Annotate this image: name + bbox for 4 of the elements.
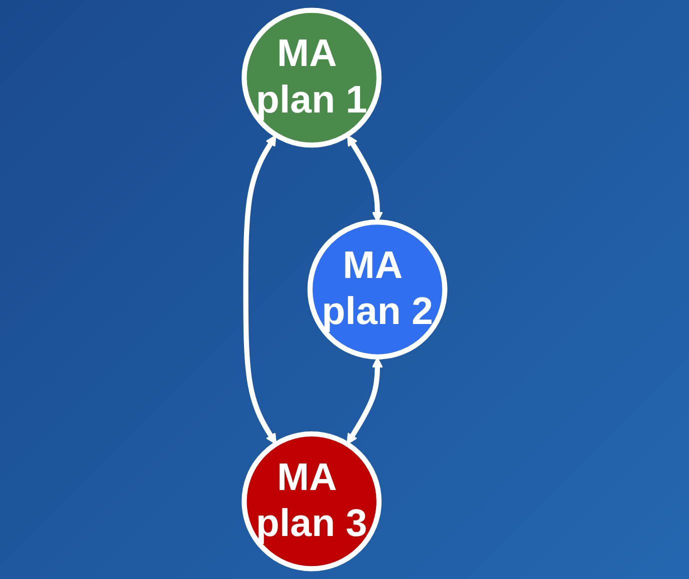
node-circle: MA plan 2 (307, 220, 448, 360)
node-circle: MA plan 1 (242, 8, 382, 148)
node-circle: MA plan 3 (242, 431, 382, 572)
arrow (243, 134, 277, 445)
